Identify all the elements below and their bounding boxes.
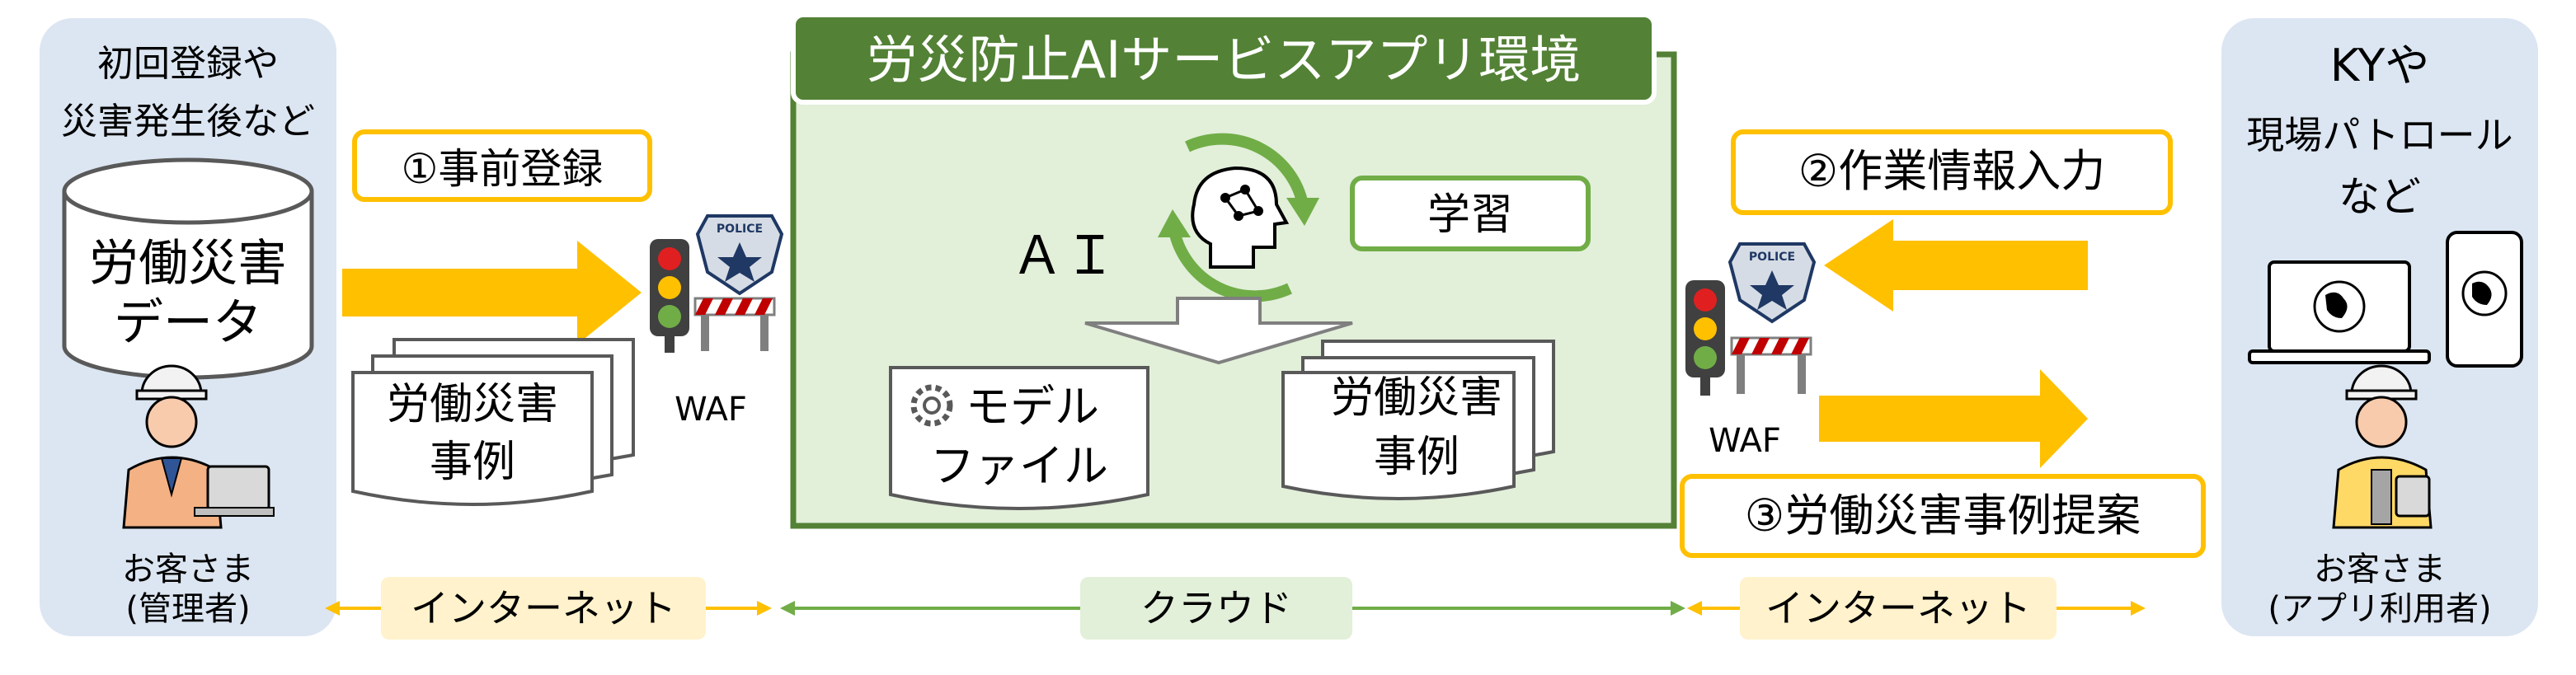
laptop-icon bbox=[2248, 260, 2431, 364]
cloud-incident-documents bbox=[1281, 340, 1555, 500]
step1-label: ①事前登録 bbox=[402, 145, 604, 193]
right-caption-line3: など bbox=[2339, 173, 2421, 221]
model-file-line2: ファイル bbox=[930, 440, 1108, 492]
admin-label-line1: お客さま bbox=[122, 551, 254, 588]
database-icon bbox=[62, 157, 314, 380]
tablet-icon bbox=[2446, 231, 2523, 368]
left-caption-line1: 初回登録や bbox=[97, 43, 279, 85]
learning-label: 学習 bbox=[1427, 190, 1513, 240]
step2-label-box bbox=[1731, 129, 2173, 215]
right-panel: KYや 現場パトロール など お客さま (アプリ利用者) bbox=[2221, 18, 2538, 636]
network-left-label: インターネット bbox=[411, 586, 676, 630]
app-user-label-line1: お客さま bbox=[2314, 551, 2446, 588]
left-panel: 初回登録や 災害発生後など 労働災害 データ お客さま (管理者) bbox=[40, 18, 336, 636]
learning-box bbox=[1350, 176, 1591, 251]
db-label-line1: 労働災害 bbox=[89, 235, 287, 293]
network-left-box bbox=[381, 577, 706, 640]
waf-right-label: WAF bbox=[1709, 422, 1781, 460]
app-user-label-line2: (アプリ利用者) bbox=[2268, 590, 2491, 628]
network-bar: インターネット クラウド インターネット bbox=[325, 577, 2146, 640]
admin-person-icon bbox=[122, 364, 275, 529]
right-flow: ②作業情報入力 POLICE WAF ③労働災害事例提案 bbox=[1680, 129, 2206, 558]
step2-label: ②作業情報入力 bbox=[1798, 145, 2105, 197]
cloud-environment: 労災防止AIサービスアプリ環境 ＡＩ 学習 モデル ファイル bbox=[790, 12, 1677, 529]
step3-label: ③労働災害事例提案 bbox=[1745, 490, 2141, 541]
db-label-line2: データ bbox=[114, 294, 262, 352]
left-caption-line2: 災害発生後など bbox=[61, 101, 315, 143]
left-flow: ①事前登録 労働災害 事例 POLICE WAF bbox=[342, 129, 784, 506]
app-environment-title-box bbox=[791, 12, 1657, 105]
app-user-person-icon bbox=[2332, 364, 2433, 529]
app-environment-title: 労災防止AIサービスアプリ環境 bbox=[867, 30, 1582, 90]
left-doc-line1: 労働災害 bbox=[387, 380, 558, 429]
network-right-box bbox=[1740, 577, 2057, 640]
admin-label-line2: (管理者) bbox=[125, 590, 250, 628]
ai-brain-cycle-icon bbox=[1158, 133, 1319, 302]
network-center-box bbox=[1080, 577, 1352, 640]
model-file-line1: モデル bbox=[966, 381, 1099, 433]
gear-icon bbox=[910, 384, 953, 427]
input-arrow bbox=[1824, 219, 2088, 312]
network-right-label: インターネット bbox=[1765, 586, 2031, 630]
model-output-arrow bbox=[1084, 297, 1353, 365]
incident-documents bbox=[351, 338, 635, 506]
waf-right-icon: POLICE bbox=[1685, 242, 1817, 396]
network-center-label: クラウド bbox=[1140, 586, 1292, 630]
police-badge-text: POLICE bbox=[717, 223, 763, 236]
cloud-doc-line1: 労働災害 bbox=[1331, 373, 1502, 423]
waf-left-icon: POLICE bbox=[650, 214, 784, 353]
model-file-document bbox=[889, 366, 1149, 510]
suggestion-arrow bbox=[1819, 369, 2088, 468]
police-badge-text-right: POLICE bbox=[1749, 251, 1795, 264]
left-doc-line2: 事例 bbox=[430, 438, 515, 487]
cloud-doc-line2: 事例 bbox=[1374, 433, 1460, 482]
step3-label-box bbox=[1680, 474, 2206, 558]
right-caption-line1: KYや bbox=[2330, 40, 2429, 91]
ai-label: ＡＩ bbox=[1011, 226, 1116, 287]
right-caption-line2: 現場パトロール bbox=[2246, 113, 2513, 157]
upload-arrow bbox=[342, 241, 642, 345]
step1-label-box bbox=[352, 129, 652, 202]
waf-left-label: WAF bbox=[675, 391, 747, 429]
